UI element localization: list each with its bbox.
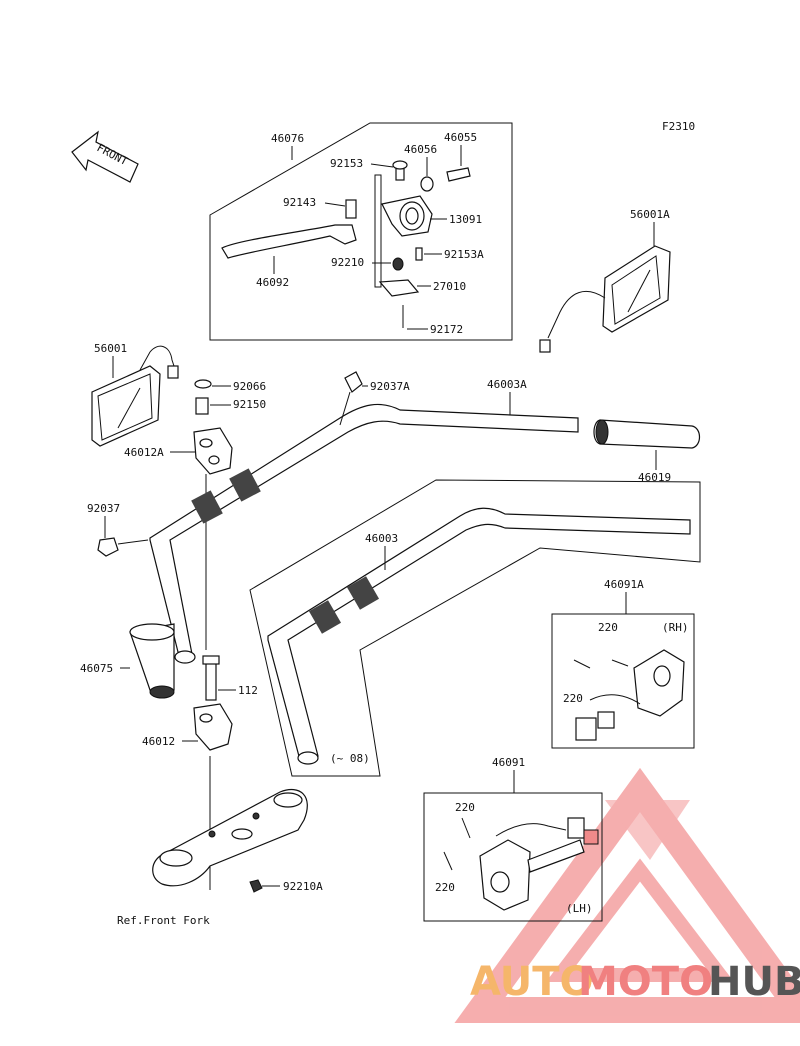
label-92172: 92172 (430, 323, 463, 336)
label-46019: 46019 (638, 471, 671, 484)
label-92037A: 92037A (370, 380, 410, 393)
ref-front-fork: Ref.Front Fork (117, 914, 210, 927)
label-92153: 92153 (330, 157, 363, 170)
label-92037: 92037 (87, 502, 120, 515)
label-46091: 46091 (492, 756, 525, 769)
label-92143: 92143 (283, 196, 316, 209)
clip-92037 (97, 537, 119, 557)
pin-92143 (345, 199, 357, 219)
switch-housing-lh (443, 817, 599, 911)
mirror-left (91, 345, 179, 447)
label-92210A: 92210A (283, 880, 323, 893)
nut-92210A (249, 879, 263, 893)
label-56001A: 56001A (630, 208, 670, 221)
label-46012A: 46012A (124, 446, 164, 459)
holder-upper-46012A (193, 427, 233, 475)
watermark-wordmark: AUTO MOTO HUB (470, 959, 800, 1005)
switch-27010 (378, 279, 420, 297)
label-46012: 46012 (142, 735, 175, 748)
label-46076: 46076 (271, 132, 304, 145)
handlebar-46003A (149, 403, 579, 664)
grip-right-46019 (593, 419, 701, 449)
label-112: 112 (238, 684, 258, 697)
grip-left-46075 (129, 623, 175, 699)
clip-92037A (344, 371, 363, 393)
cap-92066 (194, 379, 212, 389)
switch-housing-rh (573, 649, 685, 741)
handlebar-46003 (267, 507, 691, 765)
note-08: (~ 08) (330, 752, 370, 765)
label-220-rh-top: 220 (598, 621, 618, 634)
lever-assembly-box (209, 122, 513, 341)
label-27010: 27010 (433, 280, 466, 293)
label-rh: (RH) (662, 621, 689, 634)
label-220-lh-top: 220 (455, 801, 475, 814)
label-92153A: 92153A (444, 248, 484, 261)
bolt-46055 (446, 167, 471, 182)
label-13091: 13091 (449, 213, 482, 226)
handlebar-46003-box (249, 479, 701, 777)
label-46003: 46003 (365, 532, 398, 545)
screw-92153A (415, 247, 423, 261)
holder-lower-46012 (193, 703, 233, 751)
mirror-right (539, 245, 671, 353)
label-220-rh-side: 220 (563, 692, 583, 705)
nut-92210 (392, 257, 404, 271)
rh-switch-box (551, 613, 695, 749)
label-46092: 46092 (256, 276, 289, 289)
upper-triple-clamp (152, 788, 308, 887)
label-92210: 92210 (331, 256, 364, 269)
bracket-line (374, 174, 382, 288)
label-56001: 56001 (94, 342, 127, 355)
svg-text:HUB: HUB (708, 959, 800, 1005)
clutch-lever (221, 224, 357, 259)
svg-text:MOTO: MOTO (578, 959, 713, 1005)
label-220-lh-side: 220 (435, 881, 455, 894)
label-92150: 92150 (233, 398, 266, 411)
svg-text:AUTO: AUTO (470, 959, 594, 1005)
label-46056: 46056 (404, 143, 437, 156)
label-46091A: 46091A (604, 578, 644, 591)
watermark-logo (454, 767, 800, 1023)
label-92066: 92066 (233, 380, 266, 393)
lh-switch-box (423, 792, 603, 922)
figure-code: F2310 (662, 120, 695, 133)
bolt-92150 (195, 397, 209, 415)
label-46003A: 46003A (487, 378, 527, 391)
label-lh: (LH) (566, 902, 593, 915)
washer-46056 (420, 176, 434, 192)
bolt-112 (205, 659, 217, 701)
label-46075: 46075 (80, 662, 113, 675)
label-46055: 46055 (444, 131, 477, 144)
front-arrow-icon: FRONT (71, 130, 139, 183)
